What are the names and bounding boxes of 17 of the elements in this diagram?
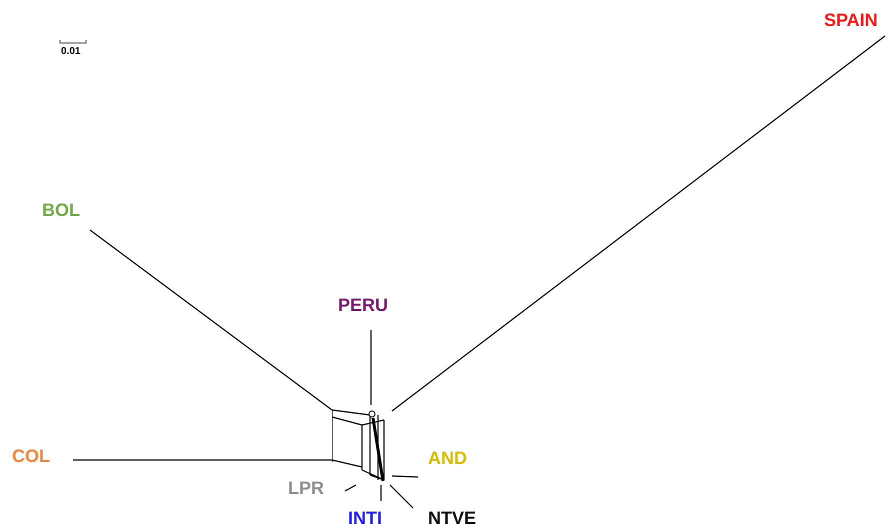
taxon-label: BOL	[42, 200, 80, 220]
branch-line	[73, 459, 332, 461]
branch-line	[90, 230, 332, 410]
branch-line	[380, 485, 382, 501]
branch-line	[392, 36, 886, 412]
taxon-label: LPR	[288, 478, 324, 498]
branch-line	[392, 475, 418, 478]
branch-line	[344, 484, 356, 492]
taxon-label: PERU	[338, 295, 388, 315]
scale-value: 0.01	[61, 46, 80, 57]
taxon-label: SPAIN	[824, 10, 878, 30]
branch-line	[390, 484, 414, 508]
taxon-label: AND	[428, 448, 467, 468]
taxon-label: COL	[12, 446, 50, 466]
branch-line	[370, 330, 372, 405]
taxon-label: INTI	[348, 508, 382, 528]
taxon-label: NTVE	[428, 508, 476, 528]
